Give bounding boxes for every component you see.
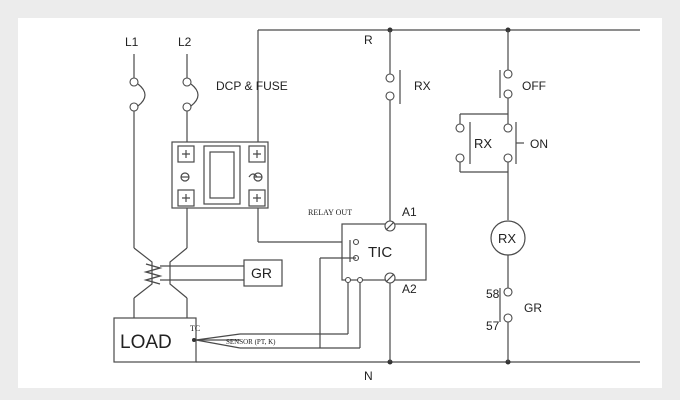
l1-label: L1 xyxy=(125,35,139,49)
load-box xyxy=(113,317,240,363)
t57-label: 57 xyxy=(486,319,500,333)
rx-hold-label: RX xyxy=(474,136,492,151)
load-label: LOAD xyxy=(120,332,172,353)
load-feed xyxy=(133,142,244,318)
tic-label: TIC xyxy=(368,244,392,261)
r-label: R xyxy=(364,33,373,47)
ssr-screws xyxy=(177,145,266,207)
ssr-block xyxy=(171,141,269,209)
relay-out-label: RELAY OUT xyxy=(308,208,352,217)
r-rail xyxy=(257,27,640,142)
n-label: N xyxy=(364,369,373,383)
l2-label: L2 xyxy=(178,35,192,49)
tc-label: TC xyxy=(190,324,200,333)
a1-label: A1 xyxy=(402,205,417,219)
relay-out-wire xyxy=(257,208,356,243)
off-label: OFF xyxy=(522,79,546,93)
rx-contact xyxy=(385,30,401,222)
sensor-wires xyxy=(195,333,360,349)
gr-lamp-label: GR xyxy=(524,301,542,315)
control-column xyxy=(455,30,526,362)
gr-block-label: GR xyxy=(251,265,272,281)
tic-controller xyxy=(319,220,427,362)
supply-lines xyxy=(129,54,199,142)
gr-block xyxy=(243,259,283,287)
dcp-fuse-label: DCP & FUSE xyxy=(216,79,288,93)
t58-label: 58 xyxy=(486,287,500,301)
rx-contact-label: RX xyxy=(414,79,431,93)
on-label: ON xyxy=(530,137,548,151)
a2-label: A2 xyxy=(402,282,417,296)
n-rail xyxy=(196,359,640,365)
rx-coil-label: RX xyxy=(498,231,516,246)
sensor-label: SENSOR (PT, K) xyxy=(226,338,276,346)
